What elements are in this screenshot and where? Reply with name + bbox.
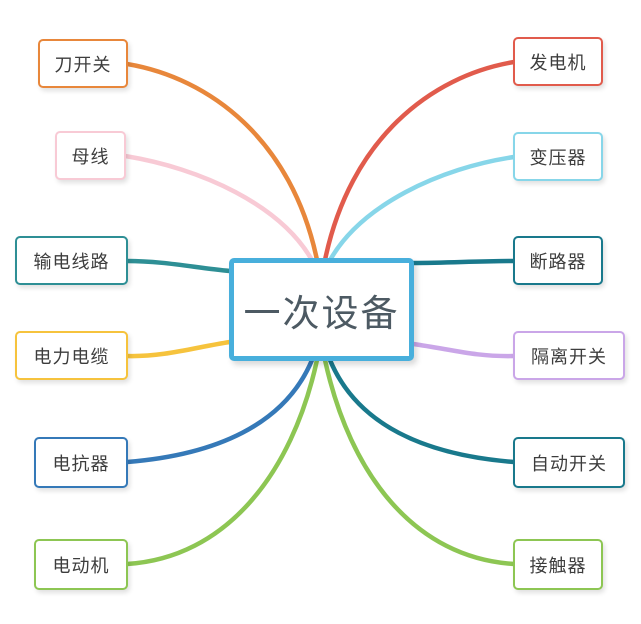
node-circuit-breaker-label: 断路器 [529,251,587,273]
node-transformer-label: 变压器 [529,147,587,169]
node-reactor[interactable]: 电抗器 [34,437,128,488]
center-node-primary-equipment[interactable]: 一次设备 [229,258,414,361]
connector-isolating-switch [410,341,517,359]
node-automatic-switch[interactable]: 自动开关 [513,437,625,488]
connector-generator [322,59,517,263]
connector-contactor [322,357,517,567]
connector-circuit-breaker [410,258,517,266]
node-transformer[interactable]: 变压器 [513,132,603,181]
node-busbar[interactable]: 母线 [55,131,126,180]
connector-motor [124,357,320,567]
node-automatic-switch-label: 自动开关 [531,453,607,475]
node-knife-switch-label: 刀开关 [54,54,112,76]
connector-reactor [124,357,315,465]
connector-busbar [122,153,316,265]
node-transmission-line-label: 输电线路 [33,251,110,273]
connector-automatic-switch [327,357,517,465]
connector-transformer [326,154,517,265]
node-circuit-breaker[interactable]: 断路器 [513,236,603,285]
connector-knife-switch [124,61,320,263]
connector-transmission-line [124,258,233,274]
node-power-cable[interactable]: 电力电缆 [15,331,128,380]
node-reactor-label: 电抗器 [52,453,110,475]
node-contactor-label: 接触器 [529,555,587,577]
node-generator[interactable]: 发电机 [513,37,603,86]
node-motor[interactable]: 电动机 [34,539,128,590]
center-node-label: 一次设备 [243,291,400,335]
node-busbar-label: 母线 [71,146,110,168]
node-power-cable-label: 电力电缆 [33,346,110,368]
node-generator-label: 发电机 [529,52,587,74]
node-isolating-switch[interactable]: 隔离开关 [513,331,625,380]
node-motor-label: 电动机 [52,555,110,577]
node-contactor[interactable]: 接触器 [513,539,603,590]
node-isolating-switch-label: 隔离开关 [531,346,607,368]
node-transmission-line[interactable]: 输电线路 [15,236,128,285]
node-knife-switch[interactable]: 刀开关 [38,39,128,88]
connector-power-cable [124,339,233,359]
